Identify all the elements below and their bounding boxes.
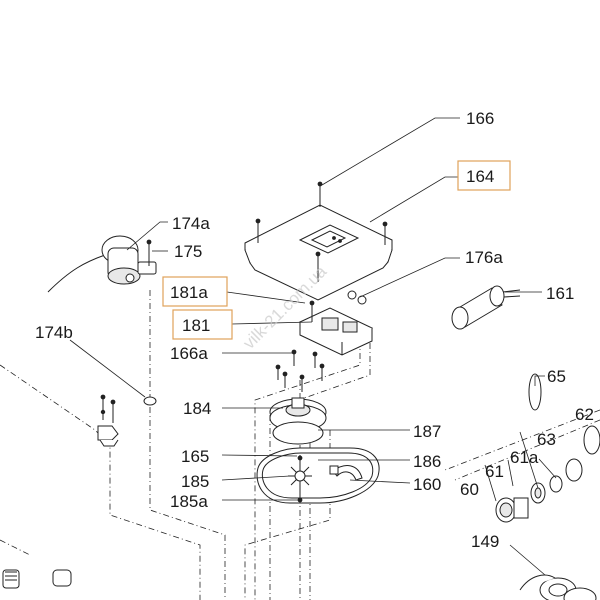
highlight-box-181 bbox=[172, 309, 233, 340]
callout-62: 62 bbox=[575, 405, 594, 424]
callout-186: 186 bbox=[413, 452, 441, 471]
highlight-boxes bbox=[162, 160, 511, 340]
bottom-parts bbox=[2, 569, 597, 600]
leader-lines bbox=[69, 117, 557, 576]
callout-60: 60 bbox=[460, 480, 479, 499]
callout-160: 160 bbox=[413, 475, 441, 494]
assembly-lines bbox=[0, 290, 600, 600]
callout-61a: 61a bbox=[510, 448, 539, 467]
callout-149: 149 bbox=[471, 532, 499, 551]
callout-175: 175 bbox=[174, 242, 202, 261]
callout-61: 61 bbox=[485, 462, 504, 481]
pump-housing-part-184 bbox=[269, 397, 327, 445]
callout-176a: 176a bbox=[465, 248, 503, 267]
callout-184: 184 bbox=[183, 399, 211, 418]
callout-174a: 174a bbox=[172, 214, 210, 233]
callout-166: 166 bbox=[466, 109, 494, 128]
highlight-box-181a bbox=[162, 276, 228, 307]
callout-165: 165 bbox=[181, 447, 209, 466]
callout-166a: 166a bbox=[170, 344, 208, 363]
callout-164: 164 bbox=[466, 167, 494, 186]
capacitor-part-161 bbox=[451, 285, 521, 330]
clamp-part-174b bbox=[97, 394, 157, 447]
callout-185: 185 bbox=[181, 472, 209, 491]
callout-65: 65 bbox=[547, 367, 566, 386]
callout-181: 181 bbox=[182, 316, 210, 335]
callout-63: 63 bbox=[537, 430, 556, 449]
callout-labels: 166 164 174a 175 176a 161 181a 181 174b … bbox=[35, 109, 594, 551]
cover-part-164 bbox=[244, 181, 393, 301]
callout-187: 187 bbox=[413, 422, 441, 441]
screws-part-166a bbox=[275, 349, 325, 392]
board-part-181 bbox=[298, 290, 374, 356]
shaft-parts-60-63 bbox=[495, 373, 600, 523]
callout-181a: 181a bbox=[170, 283, 208, 302]
callout-185a: 185a bbox=[170, 492, 208, 511]
motor-part-174a bbox=[47, 235, 157, 293]
impeller-assembly-part-185 bbox=[256, 447, 380, 504]
highlight-box-164 bbox=[457, 160, 511, 191]
callout-161: 161 bbox=[546, 284, 574, 303]
callout-174b: 174b bbox=[35, 323, 73, 342]
